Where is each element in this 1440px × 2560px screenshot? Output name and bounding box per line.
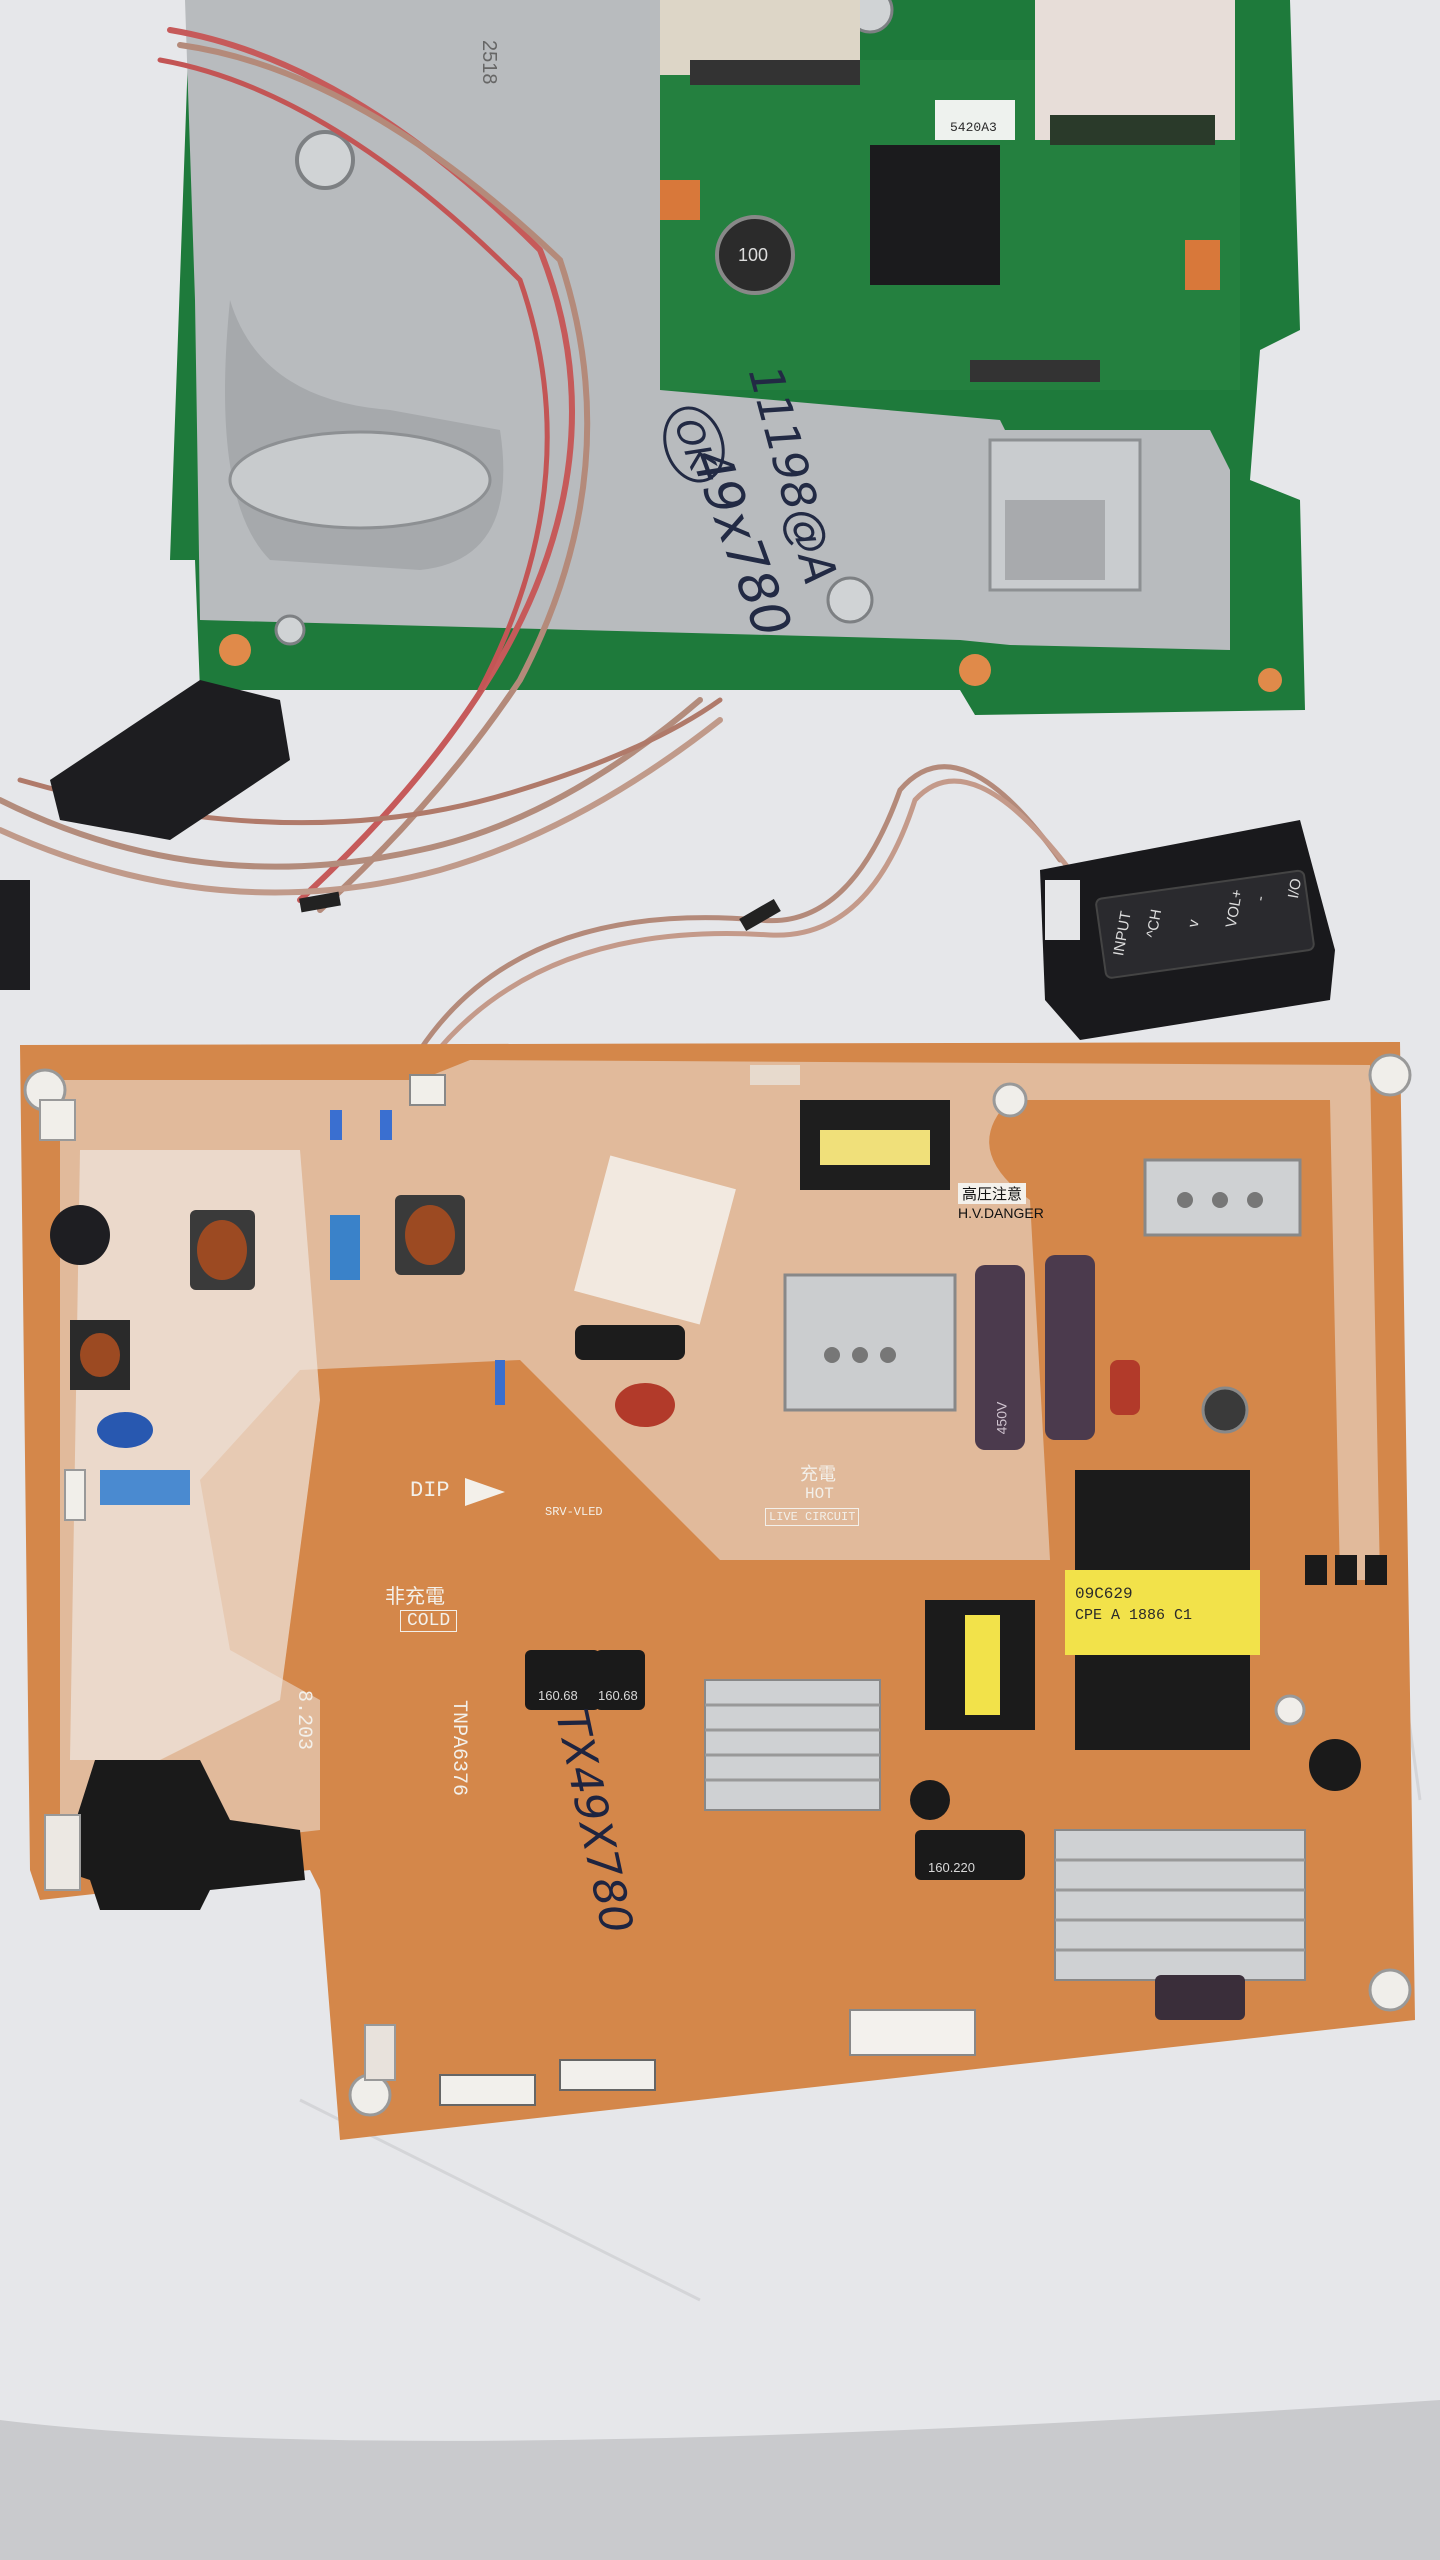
psu-srv-led: SRV-VLED — [545, 1505, 603, 1519]
transformer-label-line2: CPE A 1886 C1 — [1075, 1607, 1193, 1624]
electrolytic-cap-100 — [715, 215, 795, 295]
psu-dip-label: DIP — [410, 1478, 450, 1503]
heatsink-box-1 — [783, 1273, 957, 1412]
varistor — [50, 1205, 110, 1265]
heatsink-fins-2 — [1054, 1829, 1306, 1981]
cap-160-220 — [915, 1830, 1025, 1880]
psu-board — [20, 1042, 1415, 2140]
main-soc-chip — [870, 145, 1000, 285]
shield-number: 2518 — [478, 40, 500, 85]
cap-label-a: 160.68 — [538, 1688, 578, 1703]
psu-hot-label: HOT — [805, 1485, 834, 1503]
chip-marking-100: 100 — [738, 245, 769, 265]
psu-cold-jp: 非充電 — [385, 1587, 445, 1610]
cap-160-68-b — [595, 1650, 645, 1710]
psu-hot-jp: 充電 — [800, 1466, 836, 1486]
bulk-capacitor-1 — [975, 1265, 1025, 1450]
heatsink-fins-1 — [704, 1679, 881, 1811]
sheet-shadow — [0, 2400, 1440, 2560]
psu-date-code: 8.203 — [292, 1690, 315, 1751]
psu-live-circuit: LIVE CIRCUIT — [765, 1508, 860, 1526]
psu-output-connector — [849, 2009, 976, 2056]
keypad-power-label: I/O — [1284, 877, 1306, 900]
shield-screw — [295, 130, 355, 190]
bulk-capacitor-2 — [1045, 1255, 1095, 1440]
cap-160-68-a — [525, 1650, 600, 1710]
main-board-top-label: 5420A3 — [950, 120, 997, 135]
bulk-cap-rating: 450V — [993, 1401, 1010, 1435]
cap-label-b: 160.68 — [598, 1688, 638, 1703]
psu-cold-label: COLD — [400, 1610, 458, 1632]
wire-harness — [0, 27, 1073, 1063]
transformer-label-line1: 09C629 — [1075, 1585, 1133, 1603]
psu-ac-connector — [409, 1074, 446, 1106]
cap-label-c: 160.220 — [928, 1860, 975, 1875]
psu-part-code: TNPA6376 — [447, 1700, 470, 1797]
psu-danger-en: H.V.DANGER — [958, 1205, 1044, 1221]
psu-black-bracket — [60, 1760, 305, 1910]
psu-danger-jp: 高圧注意 — [958, 1183, 1027, 1204]
tv-keypad — [1040, 820, 1335, 1040]
dip-arrow-icon — [465, 1478, 505, 1506]
black-bracket-left — [50, 680, 290, 840]
